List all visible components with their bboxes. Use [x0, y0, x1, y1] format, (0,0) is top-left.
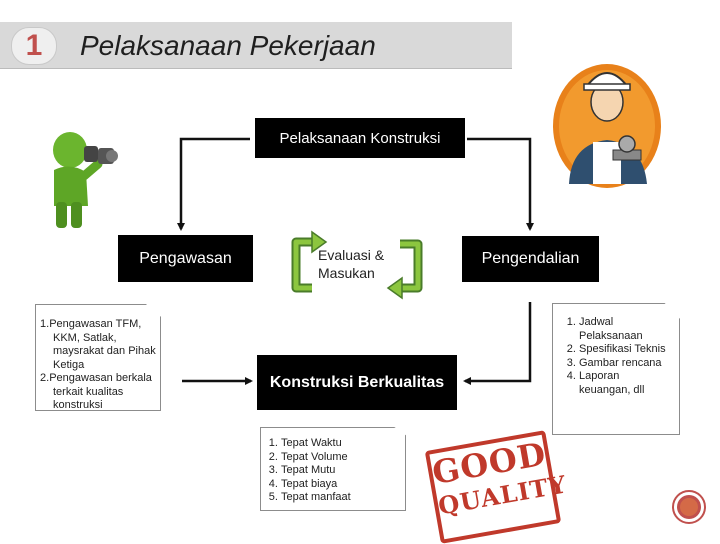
box-konstruksi-berkualitas: Konstruksi Berkualitas: [257, 355, 457, 410]
note-left-item: 1.Pengawasan TFM, KKM, Satlak, maysrakat…: [40, 318, 156, 371]
note-right-item: Jadwal Pelaksanaan: [579, 316, 671, 343]
nav-button-icon[interactable]: [672, 490, 706, 524]
quality-item: Tepat biaya: [281, 478, 405, 492]
quality-item: Tepat Mutu: [281, 464, 405, 478]
arrow-to-pengawasan: [177, 137, 250, 231]
quality-list: Tepat Waktu Tepat Volume Tepat Mutu Tepa…: [260, 427, 406, 511]
note-left: 1.Pengawasan TFM, KKM, Satlak, maysrakat…: [35, 304, 161, 411]
quality-item: Tepat manfaat: [281, 491, 405, 505]
note-right-item: Spesifikasi Teknis: [579, 343, 671, 357]
box-pengendalian: Pengendalian: [462, 236, 599, 282]
note-left-text: Pengawasan berkala terkait kualitas kons…: [49, 372, 152, 411]
quality-item: Tepat Volume: [281, 451, 405, 465]
note-right-item: Laporan keuangan, dll: [579, 370, 671, 397]
title-bar: [0, 22, 512, 69]
box-pengawasan: Pengawasan: [118, 235, 253, 282]
note-left-item: 2.Pengawasan berkala terkait kualitas ko…: [40, 372, 152, 411]
box-pelaksanaan-konstruksi: Pelaksanaan Konstruksi: [255, 118, 465, 158]
note-right-item: Gambar rencana: [579, 357, 671, 371]
cycle-arrows-icon: [291, 230, 423, 300]
note-right: Jadwal Pelaksanaan Spesifikasi Teknis Ga…: [552, 303, 680, 435]
arrow-to-pengendalian: [467, 137, 534, 231]
evaluasi-label: Evaluasi & Masukan: [318, 247, 385, 281]
slide-number: 1: [11, 27, 57, 65]
page-title: Pelaksanaan Pekerjaan: [80, 30, 376, 61]
quality-item: Tepat Waktu: [281, 437, 405, 451]
note-left-text: Pengawasan TFM, KKM, Satlak, maysrakat d…: [49, 318, 156, 371]
binoculars-figure-icon: [53, 132, 118, 228]
arrow-right-to-center: [463, 302, 532, 385]
construction-worker-icon: [553, 64, 661, 188]
